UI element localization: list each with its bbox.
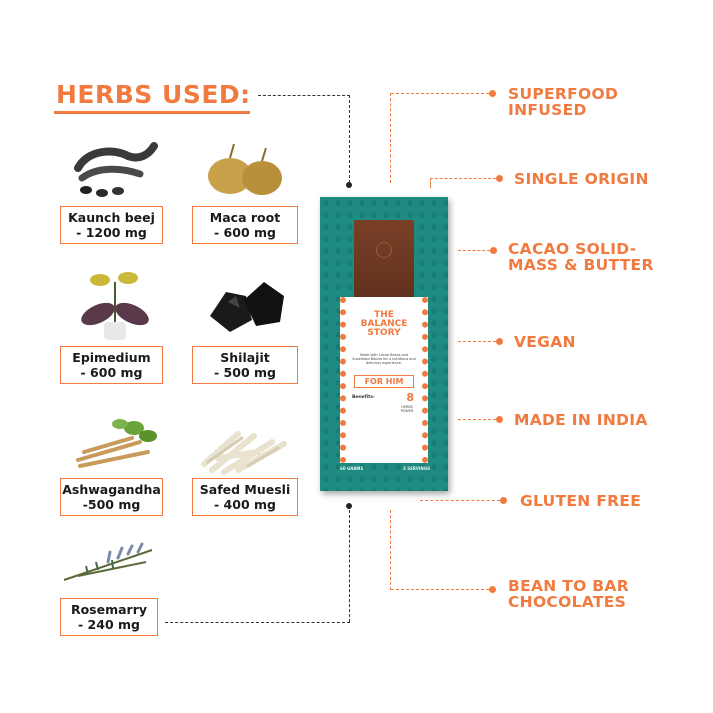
herb-label-epimedium: Epimedium - 600 mg: [60, 346, 163, 384]
feature-cacao: CACAO SOLID- MASS & BUTTER: [508, 241, 654, 273]
herb-dose: -500 mg: [82, 497, 141, 512]
herb-name: Maca root: [209, 210, 281, 225]
herb-dose: - 500 mg: [214, 365, 276, 380]
bullet-gluten: [500, 497, 507, 504]
feature-line: BEAN TO BAR: [508, 577, 629, 595]
herb-label-maca-root: Maca root - 600 mg: [192, 206, 298, 244]
maca-root-image: [208, 143, 282, 195]
brand-logo: THE BALANCE STORY: [346, 311, 422, 338]
herb-name: Safed Muesli: [199, 482, 291, 497]
herb-name: Shilajit: [220, 350, 270, 365]
feature-single-origin: SINGLE ORIGIN: [514, 171, 649, 187]
chocolate-logo-icon: [376, 242, 392, 258]
connector-gluten: [420, 500, 500, 501]
safed-muesli-image: [201, 431, 287, 475]
rosemary-image: [63, 542, 153, 581]
connector-title-vertical: [349, 95, 350, 183]
feature-line: GLUTEN FREE: [520, 492, 642, 510]
herb-label-kaunch-beej: Kaunch beej - 1200 mg: [60, 206, 163, 244]
bullet-superfood: [489, 90, 496, 97]
benefits-label: Benefits-: [352, 395, 375, 400]
herb-dose: - 400 mg: [214, 497, 276, 512]
connector-title: [258, 95, 350, 96]
herbs-power: HERBS POWER: [400, 405, 414, 413]
feature-line: CACAO SOLID-: [508, 240, 637, 258]
feature-line: SINGLE ORIGIN: [514, 170, 649, 188]
feature-line: MASS & BUTTER: [508, 256, 654, 274]
connector-bottom-vertical: [349, 510, 350, 622]
epimedium-image: [81, 272, 149, 340]
bullet-cacao: [490, 247, 497, 254]
brand-line: BALANCE: [360, 319, 408, 329]
connector-vegan: [458, 341, 496, 342]
herb-dose: - 600 mg: [214, 225, 276, 240]
connector-single-origin: [430, 178, 496, 179]
chocolate-bar: [354, 220, 414, 308]
brand-line: THE: [374, 310, 394, 320]
package-label: THE BALANCE STORY Made with Cacao Beans …: [340, 297, 428, 463]
brand-line: STORY: [367, 328, 401, 338]
herb-dose: - 600 mg: [80, 365, 143, 380]
feature-gluten-free: GLUTEN FREE: [520, 493, 641, 509]
bullet-vegan: [496, 338, 503, 345]
feature-line: CHOCOLATES: [508, 593, 627, 611]
package-weight: 60 GRAMS: [340, 466, 364, 471]
bullet-india: [496, 416, 503, 423]
connector-right-bottom-vertical: [390, 510, 391, 590]
feature-made-in-india: MADE IN INDIA: [514, 412, 648, 428]
connector-cacao: [458, 250, 490, 251]
kaunch-beej-image: [74, 142, 158, 197]
connector-right-top-vertical: [390, 93, 391, 183]
connector-india: [458, 419, 496, 420]
feature-line: INFUSED: [508, 101, 587, 119]
connector-single-origin-vertical: [430, 178, 431, 188]
page-title: HERBS USED:: [56, 80, 251, 109]
feature-line: SUPERFOOD: [508, 85, 619, 103]
package-tagline: Made with Cacao Beans and Superfood Blen…: [352, 353, 416, 365]
herb-name: Ashwagandha: [62, 482, 161, 497]
herb-label-safed-muesli: Safed Muesli - 400 mg: [192, 478, 298, 516]
herb-label-shilajit: Shilajit - 500 mg: [192, 346, 298, 384]
herb-name: Rosemarry: [70, 602, 148, 617]
ashwagandha-image: [76, 419, 157, 468]
variant-label: FOR HIM: [354, 375, 414, 388]
herb-dose: - 240 mg: [78, 617, 140, 632]
connector-bean: [391, 589, 489, 590]
feature-line: VEGAN: [514, 333, 576, 351]
herbs-count: 8: [406, 391, 414, 404]
herb-label-rosemarry: Rosemarry - 240 mg: [60, 598, 158, 636]
bullet-single-origin: [496, 175, 503, 182]
package-servings: 3 SERVINGS: [403, 466, 430, 471]
title-underline: [54, 111, 250, 114]
connector-dot-top: [346, 182, 352, 188]
herb-label-ashwagandha: Ashwagandha -500 mg: [60, 478, 163, 516]
herb-name: Epimedium: [72, 350, 151, 365]
herb-dose: - 1200 mg: [76, 225, 147, 240]
feature-bean-to-bar: BEAN TO BAR CHOCOLATES: [508, 578, 629, 610]
connector-dot-bottom: [346, 503, 352, 509]
feature-line: MADE IN INDIA: [514, 411, 648, 429]
feature-vegan: VEGAN: [514, 334, 576, 350]
feature-superfood: SUPERFOOD INFUSED: [508, 86, 618, 118]
herb-name: Kaunch beej: [68, 210, 155, 225]
bullet-bean: [489, 586, 496, 593]
chocolate-package: THE BALANCE STORY Made with Cacao Beans …: [320, 197, 448, 491]
connector-bottom: [165, 622, 350, 623]
shilajit-image: [210, 282, 284, 332]
connector-superfood: [391, 93, 489, 94]
